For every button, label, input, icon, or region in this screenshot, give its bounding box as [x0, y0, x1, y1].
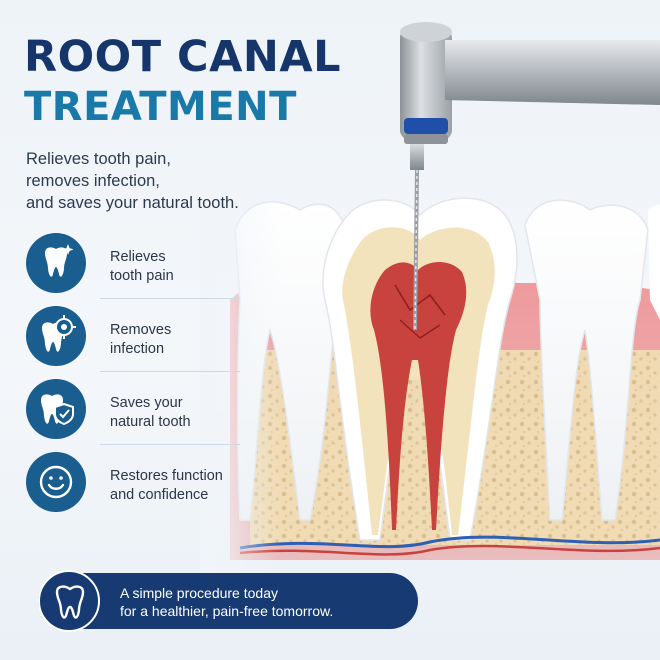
benefit-label-line: Removes — [110, 322, 172, 338]
benefit-item-restores-function: Restores function and confidence — [26, 445, 226, 518]
subtitle-line: and saves your natural tooth. — [26, 194, 239, 212]
subtitle-line: removes infection, — [26, 172, 160, 190]
benefit-label-line: Restores function — [110, 468, 223, 484]
page-title: ROOT CANAL TREATMENT — [24, 32, 342, 130]
benefit-item-saves-tooth: Saves your natural tooth — [26, 372, 240, 445]
benefit-item-removes-infection: Removes infection — [26, 299, 240, 372]
subtitle-line: Relieves tooth pain, — [26, 150, 171, 168]
benefit-label: Removes infection — [110, 321, 250, 359]
footer-tagline-line: for a healthier, pain-free tomorrow. — [120, 603, 334, 619]
benefit-label-line: natural tooth — [110, 414, 191, 430]
tooth-sparkle-icon — [26, 233, 86, 293]
tooth-outline-icon — [38, 570, 100, 632]
benefit-label-line: infection — [110, 341, 165, 357]
subtitle: Relieves tooth pain, removes infection, … — [26, 148, 306, 214]
title-line-1: ROOT CANAL — [24, 32, 342, 82]
benefit-label: Saves your natural tooth — [110, 394, 250, 432]
benefit-label-line: and confidence — [110, 487, 209, 503]
smile-icon — [26, 452, 86, 512]
benefit-label-line: Relieves — [110, 249, 166, 265]
tooth-shield-icon — [26, 379, 86, 439]
benefits-list: Relieves tooth pain Removes infection — [26, 226, 240, 518]
benefit-label: Relieves tooth pain — [110, 248, 250, 286]
footer-tagline: A simple procedure today for a healthier… — [120, 584, 333, 620]
benefit-label-line: Saves your — [110, 395, 183, 411]
tooth-target-icon — [26, 306, 86, 366]
footer-tagline-line: A simple procedure today — [120, 585, 278, 601]
benefit-label-line: tooth pain — [110, 268, 174, 284]
benefit-label: Restores function and confidence — [110, 467, 250, 505]
footer-banner: A simple procedure today for a healthier… — [38, 570, 418, 632]
title-line-2: TREATMENT — [24, 84, 297, 130]
benefit-item-relieves-pain: Relieves tooth pain — [26, 226, 240, 299]
